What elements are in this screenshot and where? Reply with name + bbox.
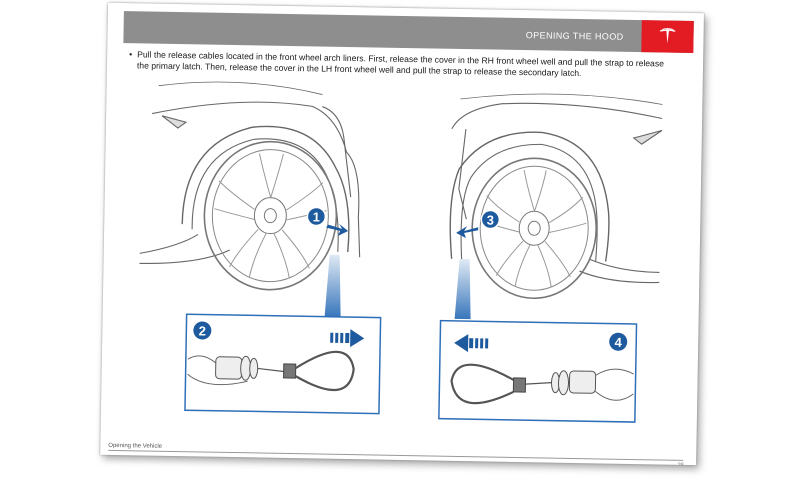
release-handle-right [550,370,597,396]
pull-direction-arrow-right [330,329,365,348]
callout-beam-right [454,258,471,320]
strap-loop-left [295,350,355,391]
step-number-3: 3 [487,212,494,227]
section-title: OPENING THE HOOD [525,30,624,42]
manual-page: OPENING THE HOOD • Pull the release cabl… [100,2,704,466]
release-arrow-3 [456,226,479,239]
wheel-well-illustration: 1 [139,81,663,423]
release-handle-left [215,355,259,381]
footer-divider [108,449,684,461]
instruction-text-content: Pull the release cables located in the f… [136,49,665,78]
step-number-2: 2 [199,323,206,338]
step-number-1: 1 [313,209,320,224]
section-header: OPENING THE HOOD [123,11,694,54]
brand-logo [641,20,694,54]
left-wheel [203,140,338,291]
right-hand-wheel-well [139,81,361,264]
detail-box-pull-strap-left: 4 [438,319,638,423]
strap-loop-right [450,363,515,405]
bullet-dot: • [129,49,133,60]
footer-section-name: Opening the Vehicle [108,442,163,450]
strap-clip-right [512,377,527,393]
detail-box-pull-strap-right: 2 [184,313,382,415]
tesla-logo-icon [659,28,676,44]
page-number: 25 [677,463,684,465]
strap-clip-left [283,363,297,379]
step-number-4: 4 [614,335,622,350]
right-wheel [471,157,597,300]
callout-beam-left [324,254,341,317]
pull-direction-arrow-left [454,334,489,353]
left-hand-wheel-well [449,93,663,284]
step-badge-3: 3 [480,209,501,230]
step-badge-1: 1 [306,206,327,227]
release-arrow-1 [326,223,349,236]
